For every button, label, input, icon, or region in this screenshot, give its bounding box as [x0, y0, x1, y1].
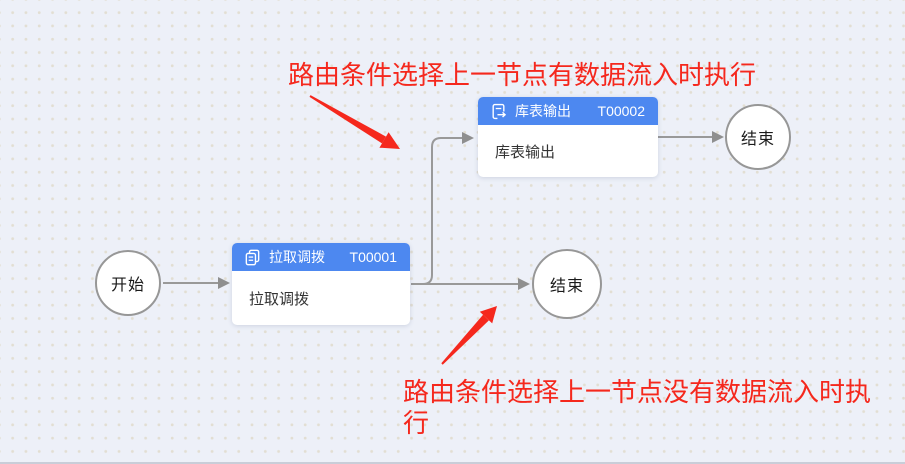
annotation-arrow-bottom-icon — [441, 306, 497, 365]
task-node-t00001-body: 拉取调拨 — [232, 271, 410, 325]
end-node-mid-label: 结束 — [549, 278, 584, 295]
edge-task2-to-end-top[interactable] — [658, 131, 724, 143]
arrowhead-icon — [218, 277, 230, 289]
start-node[interactable]: 开始 — [95, 250, 161, 316]
export-document-icon — [492, 103, 507, 119]
arrowhead-icon — [712, 131, 724, 143]
task-node-t00001[interactable]: 拉取调拨 T00001 拉取调拨 — [232, 243, 410, 325]
task-node-t00002-title: 库表输出 — [515, 103, 571, 119]
annotation-top: 路由条件选择上一节点有数据流入时执行 — [288, 60, 757, 90]
end-node-top[interactable]: 结束 — [725, 104, 791, 170]
task-node-t00002-body-label: 库表输出 — [495, 143, 556, 161]
edge-task1-to-end-mid[interactable] — [411, 278, 530, 290]
task-node-t00001-title: 拉取调拨 — [269, 249, 325, 265]
task-node-t00001-body-label: 拉取调拨 — [249, 290, 310, 308]
task-node-t00002-id: T00002 — [597, 103, 645, 119]
task-node-t00002[interactable]: 库表输出 T00002 库表输出 — [478, 97, 658, 177]
copy-document-icon — [245, 249, 260, 265]
end-node-mid[interactable]: 结束 — [532, 249, 602, 319]
end-node-top-label: 结束 — [740, 131, 775, 148]
arrowhead-icon — [518, 278, 530, 290]
edge-task1-to-task2[interactable] — [411, 132, 474, 285]
task-node-t00001-header: 拉取调拨 T00001 — [232, 243, 410, 271]
annotation-arrow-top-icon — [309, 95, 400, 149]
task-node-t00002-body: 库表输出 — [478, 125, 658, 177]
arrowhead-icon — [462, 132, 474, 144]
edge-start-to-task1[interactable] — [163, 277, 230, 289]
task-node-t00002-header: 库表输出 T00002 — [478, 97, 658, 125]
task-node-t00001-id: T00001 — [349, 249, 397, 265]
annotation-bottom: 路由条件选择上一节点没有数据流入时执行 — [403, 377, 872, 439]
start-node-label: 开始 — [110, 277, 145, 294]
